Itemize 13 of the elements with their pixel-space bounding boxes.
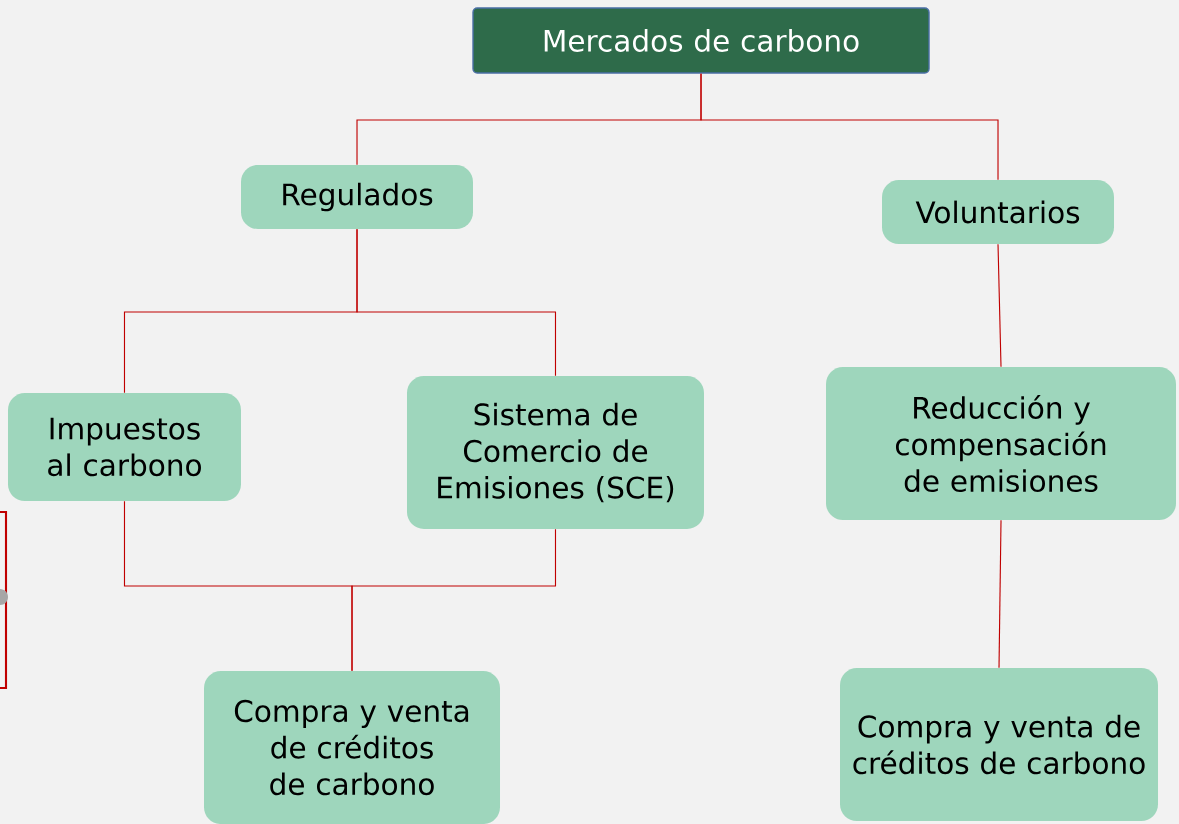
connector-line: [998, 519, 1002, 669]
concept-box: Compra y venta de créditos de carbono: [204, 671, 500, 824]
concept-box: Voluntarios: [882, 180, 1114, 244]
connector-line: [356, 228, 557, 377]
connector-line: [351, 528, 557, 672]
connector-line: [997, 243, 1002, 368]
concept-box: Sistema de Comercio de Emisiones (SCE): [407, 376, 704, 529]
concept-box: Impuestos al carbono: [8, 393, 241, 501]
concept-box: Reducción y compensación de emisiones: [826, 367, 1176, 521]
title-box: Mercados de carbono: [472, 7, 930, 74]
concept-box: Compra y venta de créditos de carbono: [840, 668, 1158, 822]
concept-box: Regulados: [241, 165, 473, 229]
connector-line: [700, 73, 999, 181]
